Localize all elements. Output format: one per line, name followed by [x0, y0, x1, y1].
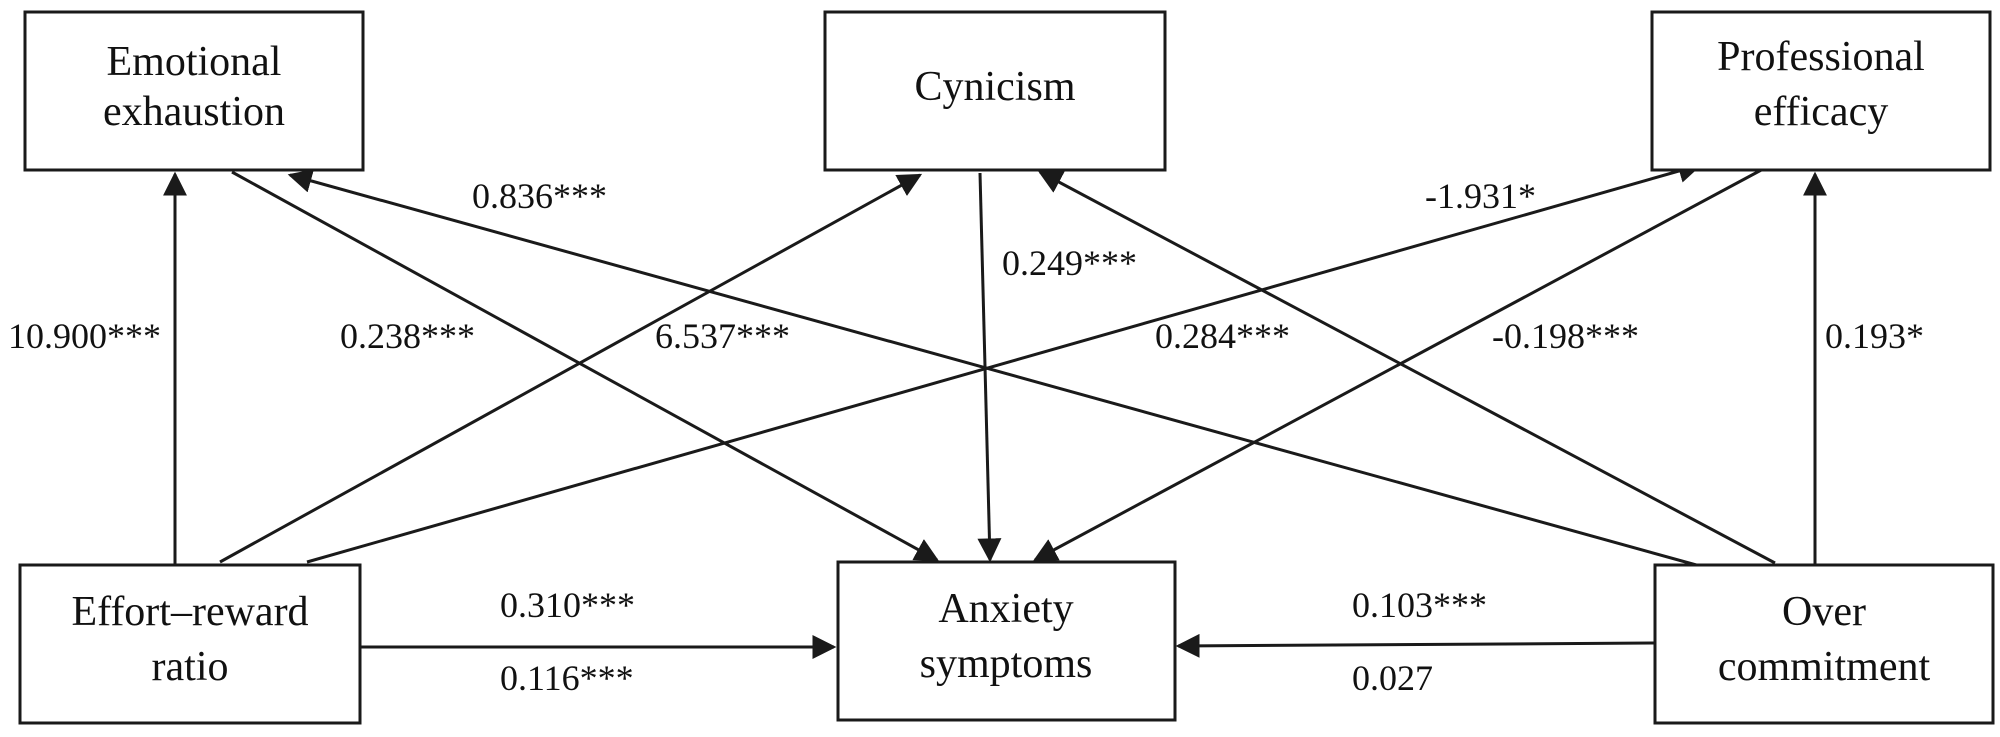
node-label-line2: efficacy — [1754, 89, 1888, 135]
node-effort-reward-ratio: Effort–reward ratio — [18, 563, 362, 725]
coef-oc-to-cyn: 0.284*** — [1155, 316, 1290, 356]
edge-eri-to-cyn — [219, 173, 923, 564]
coef-cyn-to-anx: 0.249*** — [1002, 243, 1137, 283]
coef-oc-to-pe: 0.193* — [1825, 316, 1924, 356]
coef-eri-to-pe: -1.931* — [1425, 176, 1536, 216]
node-label-line2: commitment — [1718, 644, 1931, 690]
node-cynicism: Cynicism — [823, 10, 1167, 172]
coef-eri-to-cyn: 6.537*** — [655, 316, 790, 356]
edge-ee-to-anx — [231, 170, 940, 562]
node-anxiety-symptoms: Anxiety symptoms — [836, 560, 1177, 722]
edge-pe-to-anx — [1032, 166, 1766, 562]
coef-eri-to-anx-total: 0.310*** — [500, 585, 635, 625]
edge-oc-to-ee — [287, 169, 1701, 568]
node-label-line2: ratio — [152, 644, 229, 690]
edge-oc-to-cyn — [1037, 170, 1776, 565]
node-label-line2: symptoms — [920, 641, 1093, 687]
coef-oc-to-anx-direct: 0.027 — [1352, 658, 1433, 698]
edge-cyn-to-anx — [977, 172, 1002, 563]
coef-pe-to-anx: -0.198*** — [1492, 316, 1639, 356]
node-emotional-exhaustion: Emotional exhaustion — [23, 10, 365, 172]
node-label-line1: Emotional — [107, 39, 282, 85]
node-over-commitment: Over commitment — [1653, 563, 1995, 725]
coef-oc-to-ee: 0.836*** — [472, 176, 607, 216]
coef-eri-to-ee: 10.900*** — [8, 316, 161, 356]
node-label-line1: Anxiety — [938, 586, 1073, 632]
node-label-line1: Over — [1782, 589, 1866, 635]
node-label-line1: Effort–reward — [71, 589, 308, 635]
node-label-line1: Professional — [1717, 34, 1925, 80]
node-label-line1: Cynicism — [914, 64, 1075, 110]
edge-oc-to-anx — [1175, 633, 1656, 658]
coef-eri-to-anx-direct: 0.116*** — [500, 658, 634, 698]
coef-oc-to-anx-total: 0.103*** — [1352, 585, 1487, 625]
node-professional-efficacy: Professional efficacy — [1650, 10, 1992, 172]
node-label-line2: exhaustion — [103, 89, 285, 135]
edge-eri-to-pe — [306, 159, 1703, 564]
coef-ee-to-anx: 0.238*** — [340, 316, 475, 356]
